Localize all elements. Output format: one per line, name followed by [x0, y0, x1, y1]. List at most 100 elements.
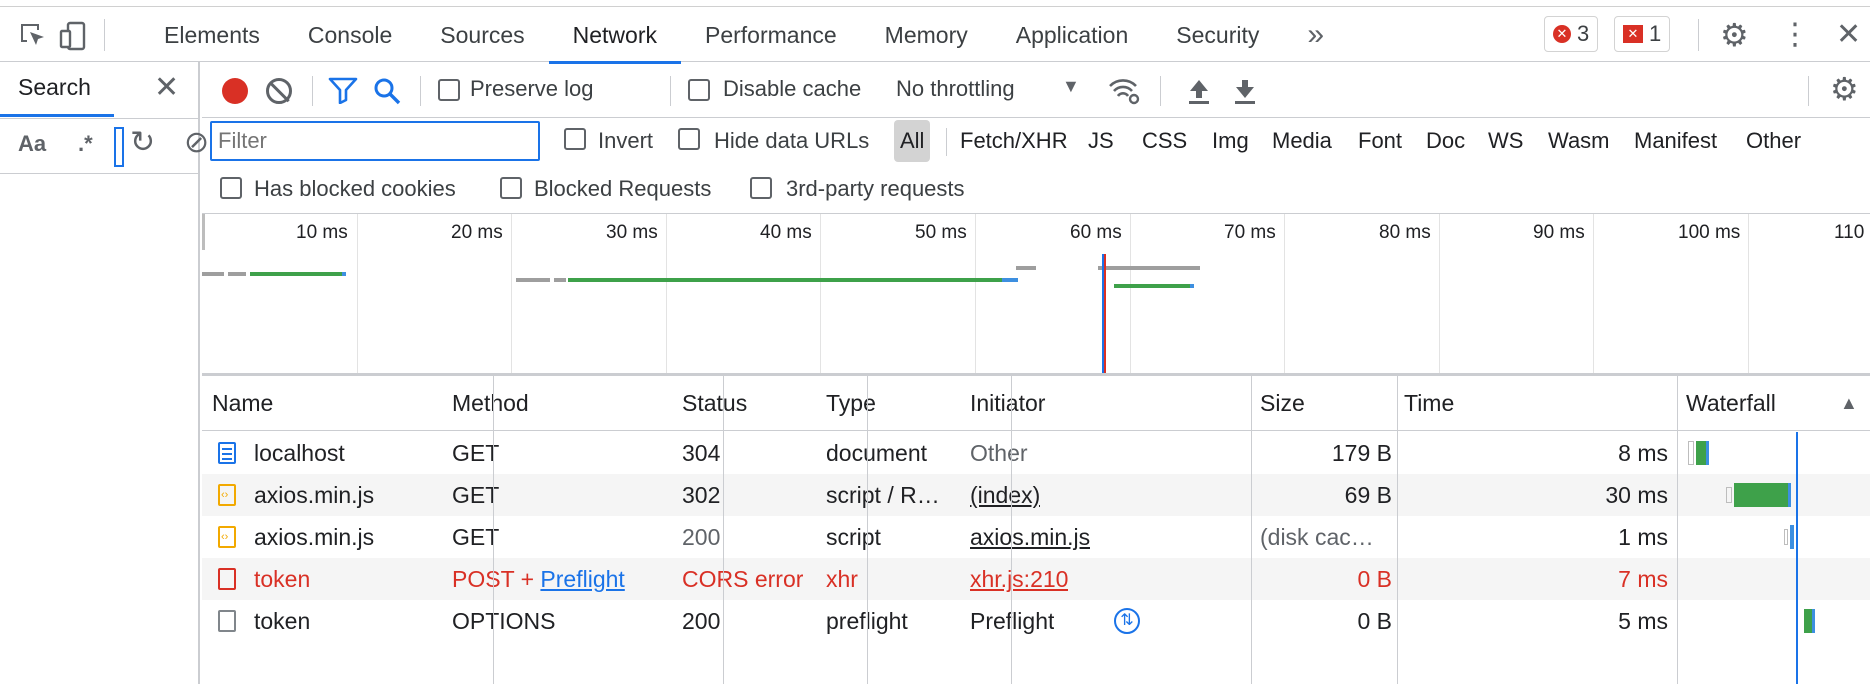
hide-data-urls-checkbox[interactable] — [678, 128, 700, 150]
waterfall-bar — [1790, 525, 1794, 549]
overview-request-bar — [202, 272, 224, 276]
tab-security[interactable]: Security — [1176, 22, 1260, 48]
device-toolbar-icon[interactable] — [58, 21, 88, 51]
filter-type-doc[interactable]: Doc — [1426, 128, 1466, 153]
console-errors-badge[interactable]: ✕ 3 — [1544, 16, 1599, 52]
script-file-icon: ‹› — [218, 526, 236, 548]
preserve-log-label: Preserve log — [470, 76, 594, 101]
table-row[interactable]: ‹› axios.min.js GET 200 script axios.min… — [202, 516, 1870, 558]
more-tabs-button[interactable]: » — [1307, 18, 1325, 51]
throttling-select[interactable]: No throttling — [896, 76, 1015, 101]
timeline-gridline — [975, 214, 976, 373]
search-panel-title[interactable]: Search — [18, 74, 91, 100]
column-header-waterfall[interactable]: Waterfall — [1686, 390, 1776, 416]
filter-type-font[interactable]: Font — [1358, 128, 1403, 153]
tab-performance[interactable]: Performance — [705, 22, 837, 48]
request-initiator-link[interactable]: xhr.js:210 — [970, 566, 1069, 592]
column-divider[interactable] — [1011, 376, 1012, 684]
timeline-tick: 60 ms — [1070, 222, 1122, 243]
network-conditions-icon[interactable] — [1108, 76, 1140, 112]
filter-input[interactable] — [210, 121, 540, 161]
preflight-link[interactable]: Preflight — [540, 566, 625, 592]
disable-cache-checkbox[interactable] — [688, 79, 710, 101]
request-type: document — [826, 440, 928, 466]
filter-type-media[interactable]: Media — [1272, 128, 1332, 153]
export-har-icon[interactable] — [1232, 76, 1258, 112]
timeline-tick: 90 ms — [1533, 222, 1585, 243]
settings-gear-icon[interactable]: ⚙ — [1720, 17, 1749, 53]
tab-elements[interactable]: Elements — [164, 22, 260, 48]
inspect-element-icon[interactable] — [18, 21, 48, 51]
match-case-toggle[interactable]: Aa — [18, 131, 47, 156]
filter-funnel-icon[interactable] — [328, 76, 358, 110]
tab-application[interactable]: Application — [1015, 22, 1129, 48]
issues-badge[interactable]: ✕ 1 — [1614, 16, 1671, 52]
request-time: 30 ms — [1605, 482, 1668, 508]
column-divider[interactable] — [493, 376, 494, 684]
blocked-requests-label: Blocked Requests — [534, 176, 712, 201]
clear-icon[interactable] — [266, 78, 292, 104]
column-header-time[interactable]: Time — [1404, 390, 1455, 416]
column-header-status[interactable]: Status — [682, 390, 748, 416]
refresh-icon[interactable]: ↻ — [130, 126, 156, 159]
third-party-requests-checkbox[interactable] — [750, 177, 772, 199]
filter-type-ws[interactable]: WS — [1488, 128, 1524, 153]
column-divider[interactable] — [723, 376, 724, 684]
request-type: xhr — [826, 566, 858, 592]
request-status: 304 — [682, 440, 721, 466]
close-devtools-icon[interactable]: ✕ — [1836, 18, 1862, 51]
overview-timeline[interactable]: 10 ms 20 ms 30 ms 40 ms 50 ms 60 ms 70 m… — [202, 214, 1870, 376]
request-method: GET — [452, 524, 500, 550]
column-divider[interactable] — [867, 376, 868, 684]
table-row[interactable]: token POST + Preflight CORS error xhr xh… — [202, 558, 1870, 600]
more-options-icon[interactable]: ⋮ — [1780, 18, 1810, 51]
filter-type-css[interactable]: CSS — [1142, 128, 1188, 153]
table-row[interactable]: ‹› axios.min.js GET 302 script / R… (ind… — [202, 474, 1870, 516]
sort-ascending-icon[interactable]: ▲ — [1840, 393, 1858, 413]
blocked-requests-checkbox[interactable] — [500, 177, 522, 199]
table-row[interactable]: token OPTIONS 200 preflight Preflight ⇅ … — [202, 600, 1870, 642]
filter-type-other[interactable]: Other — [1746, 128, 1802, 153]
overview-request-bar — [1016, 266, 1036, 270]
network-settings-gear-icon[interactable]: ⚙ — [1830, 71, 1859, 107]
record-button[interactable] — [222, 78, 248, 104]
column-header-type[interactable]: Type — [826, 390, 876, 416]
request-initiator-link[interactable]: (index) — [970, 482, 1041, 508]
request-initiator-link[interactable]: axios.min.js — [970, 524, 1091, 550]
has-blocked-cookies-checkbox[interactable] — [220, 177, 242, 199]
tab-console[interactable]: Console — [307, 22, 393, 48]
filter-type-fetch-xhr[interactable]: Fetch/XHR — [960, 128, 1068, 153]
search-icon[interactable] — [372, 76, 402, 112]
table-row[interactable]: localhost GET 304 document Other 179 B 8… — [202, 432, 1870, 474]
close-search-icon[interactable]: ✕ — [154, 71, 180, 104]
filter-bar: Invert Hide data URLs All Fetch/XHR JS C… — [202, 118, 1870, 214]
column-divider[interactable] — [1677, 376, 1678, 684]
preserve-log-checkbox[interactable] — [438, 79, 460, 101]
filter-type-img[interactable]: Img — [1212, 128, 1249, 153]
chevron-down-icon[interactable]: ▼ — [1062, 76, 1080, 96]
clear-search-icon[interactable]: ⊘ — [184, 126, 210, 159]
tab-sources[interactable]: Sources — [440, 22, 525, 48]
invert-checkbox[interactable] — [564, 128, 586, 150]
column-header-initiator[interactable]: Initiator — [970, 390, 1046, 416]
timeline-gridline — [357, 214, 358, 373]
column-header-size[interactable]: Size — [1260, 390, 1305, 416]
preflight-arrows-icon[interactable]: ⇅ — [1114, 608, 1140, 634]
filter-type-wasm[interactable]: Wasm — [1548, 128, 1610, 153]
tab-network[interactable]: Network — [548, 7, 682, 64]
tab-memory[interactable]: Memory — [884, 22, 968, 48]
column-divider[interactable] — [1251, 376, 1252, 684]
column-header-name[interactable]: Name — [212, 390, 274, 416]
search-input[interactable] — [114, 127, 124, 167]
filter-divider — [946, 128, 947, 156]
filter-type-manifest[interactable]: Manifest — [1634, 128, 1718, 153]
waterfall-bar — [1804, 609, 1812, 633]
import-har-icon[interactable] — [1186, 76, 1212, 112]
header-divider — [202, 430, 1870, 431]
column-header-method[interactable]: Method — [452, 390, 529, 416]
filter-type-all[interactable]: All — [894, 120, 931, 162]
column-divider[interactable] — [1397, 376, 1398, 684]
filter-type-js[interactable]: JS — [1088, 128, 1114, 153]
waterfall-bar — [1788, 483, 1791, 507]
regex-toggle[interactable]: .* — [78, 131, 93, 156]
